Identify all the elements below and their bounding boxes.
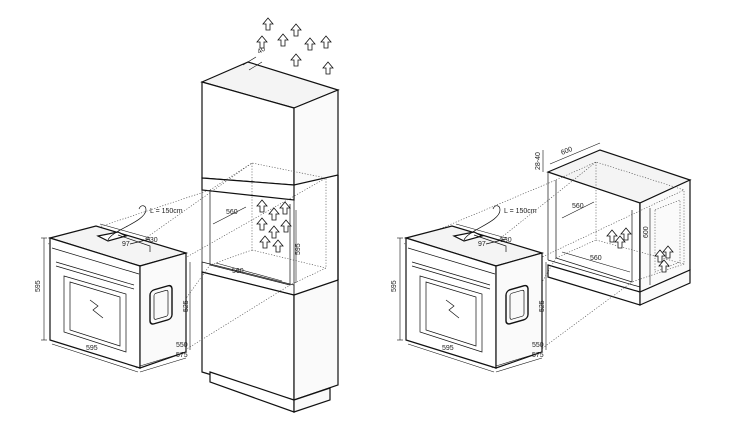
oven-top-depth-label: 530	[500, 237, 512, 244]
oven-top-small-label: 97	[478, 241, 486, 248]
oven-width-label: 595	[86, 345, 98, 352]
under-counter-installation: 600 28-40 560 560 600	[391, 142, 692, 373]
cavity-width-label: 560	[590, 255, 602, 262]
oven-depth-550-label: 550	[176, 342, 188, 349]
oven-depth-550-label: 550	[532, 342, 544, 349]
airflow-arrow-icon	[256, 17, 334, 75]
cable-length-label: L = 150cm	[504, 208, 537, 215]
power-cable-icon	[463, 205, 501, 241]
cavity-dimensions: 560 560 595	[212, 206, 302, 283]
vent-gap-label: 40	[257, 46, 267, 56]
counter-width-label: 600	[560, 146, 574, 157]
oven-dimensions: 595 595 530 97 525 550 575	[391, 223, 547, 373]
built-in-oven-left	[47, 225, 189, 369]
oven-dimensions: 595 595 530 97 525 550 575	[35, 223, 191, 373]
cable-length-label: L = 150cm	[150, 208, 183, 215]
oven-height-label: 595	[391, 280, 398, 292]
oven-body-height-label: 525	[539, 300, 546, 312]
cavity-width-label: 560	[232, 268, 244, 275]
vent-gap-dimension: 40	[242, 46, 267, 71]
oven-depth-575-label: 575	[176, 352, 188, 359]
built-in-oven-right	[403, 225, 545, 369]
power-cable-icon	[107, 205, 147, 241]
under-counter-cabinet	[546, 149, 692, 306]
oven-top-depth-label: 530	[146, 237, 158, 244]
top-gap-label: 28-40	[535, 152, 542, 170]
oven-depth-575-label: 575	[532, 352, 544, 359]
oven-top-small-label: 97	[122, 241, 130, 248]
cavity-depth-label: 560	[572, 203, 584, 210]
tall-cabinet	[200, 61, 340, 413]
cavity-depth-label: 560	[226, 209, 238, 216]
cavity-height-label: 595	[295, 243, 302, 255]
cavity-height-label: 600	[643, 226, 650, 238]
oven-height-label: 595	[35, 280, 42, 292]
tall-cabinet-installation: 560 560 595 40	[35, 17, 340, 413]
oven-width-label: 595	[442, 345, 454, 352]
oven-body-height-label: 525	[183, 300, 190, 312]
airflow-arrow-icon	[256, 199, 292, 253]
counter-dimensions: 600 28-40 560 560 600	[535, 142, 651, 285]
